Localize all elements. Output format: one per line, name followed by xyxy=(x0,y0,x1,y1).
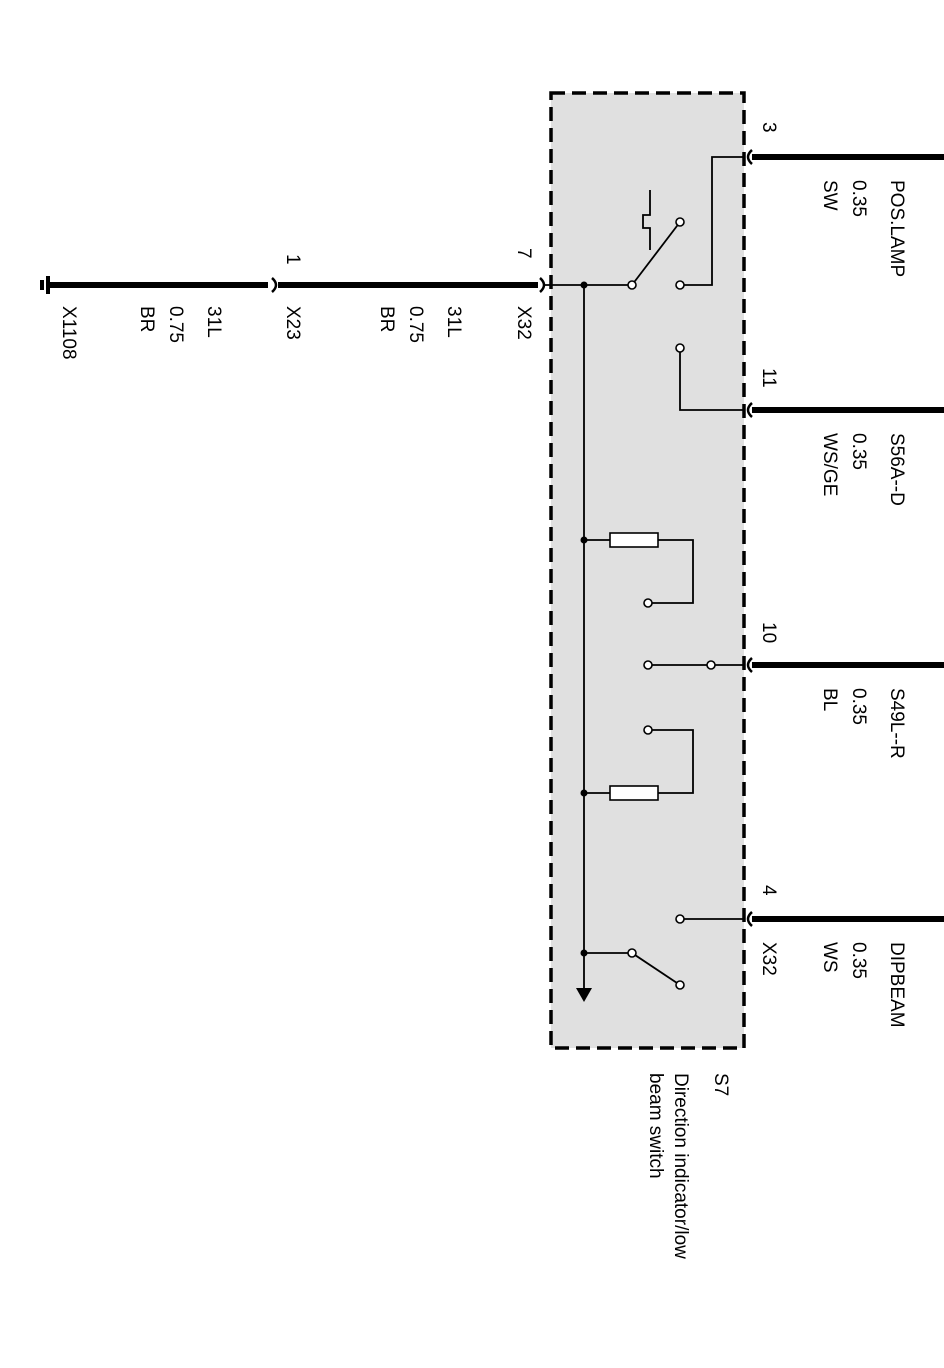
switch-dip-beam xyxy=(584,914,745,990)
pin4-size: 0.35 xyxy=(848,942,869,979)
contact-pin11 xyxy=(675,343,745,411)
connector-x23-hook xyxy=(271,277,278,293)
connector-label-x32-right: X32 xyxy=(758,942,779,976)
switch-position-lamp xyxy=(627,156,745,290)
component-desc-line2: beam switch xyxy=(645,1073,666,1179)
contact-pin10 xyxy=(643,660,745,670)
pin4-circuit: DIPBEAM xyxy=(886,942,907,1028)
pin10-circuit: S49L--R xyxy=(886,688,907,759)
pin10-size: 0.35 xyxy=(848,688,869,725)
connector-label-x32-left: X32 xyxy=(513,306,534,340)
connector-pin11-hook xyxy=(746,402,753,418)
connector-pin4-hook xyxy=(746,911,753,927)
component-id: S7 xyxy=(710,1073,731,1096)
pin11-circuit: S56A--D xyxy=(886,433,907,506)
pin3-circuit: POS.LAMP xyxy=(886,180,907,277)
wire1-circuit: 31L xyxy=(443,306,464,338)
resistor-2 xyxy=(584,725,694,801)
pin-label-11: 11 xyxy=(758,368,779,388)
pin4-color: WS xyxy=(819,942,840,973)
pin-label-10: 10 xyxy=(758,622,779,643)
ground-icon xyxy=(40,276,50,294)
pin3-color: SW xyxy=(819,180,840,211)
wire2-size: 0.75 xyxy=(165,306,186,343)
connector-label-x23: X23 xyxy=(282,306,303,340)
pin-label-x23: 1 xyxy=(282,254,303,265)
wire1-size: 0.75 xyxy=(405,306,426,343)
pin-label-4: 4 xyxy=(758,885,779,896)
wire1-color: BR xyxy=(376,306,397,332)
pin-label-x32-left: 7 xyxy=(513,248,534,259)
connector-pin10-hook xyxy=(746,657,753,673)
connector-pin3-hook xyxy=(746,149,753,165)
pin-label-3: 3 xyxy=(758,122,779,133)
wire2-color: BR xyxy=(136,306,157,332)
pin3-size: 0.35 xyxy=(848,180,869,217)
switch-housing xyxy=(549,91,746,1050)
wire2-circuit: 31L xyxy=(203,306,224,338)
component-desc-line1: Direction indicator/low xyxy=(670,1073,691,1259)
resistor-1 xyxy=(584,532,694,608)
connector-x32-left-hook xyxy=(539,277,546,293)
pin11-color: WS/GE xyxy=(819,433,840,496)
bus-junction-1 xyxy=(580,281,588,289)
pin10-color: BL xyxy=(819,688,840,711)
bus-arrow-icon xyxy=(576,988,592,1002)
ground-label: X1108 xyxy=(58,306,79,360)
pin11-size: 0.35 xyxy=(848,433,869,470)
